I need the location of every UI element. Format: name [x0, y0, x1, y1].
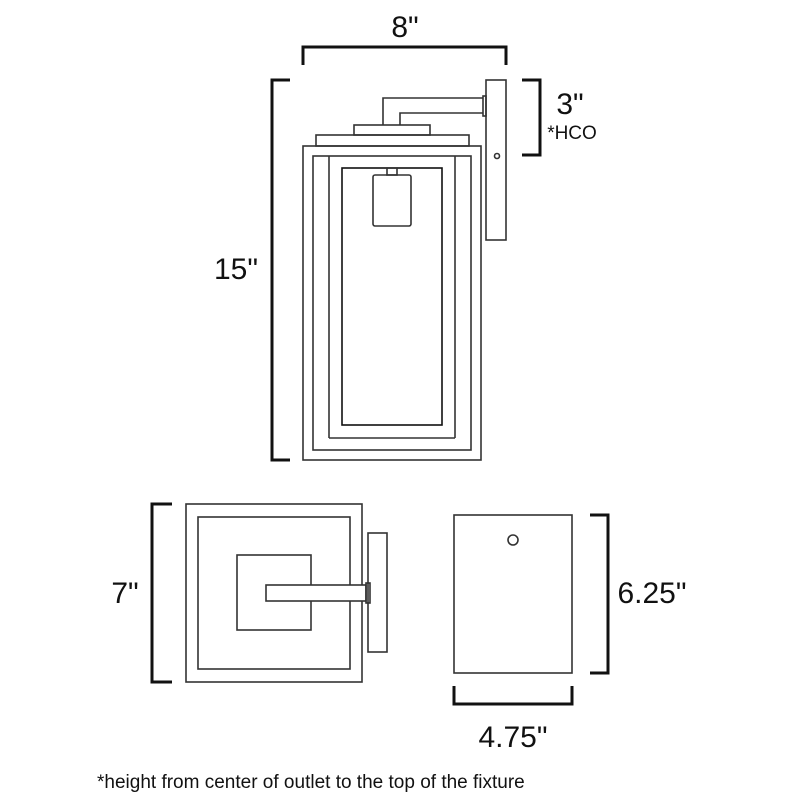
side-view [185, 503, 388, 683]
side-height-label: 7" [111, 577, 139, 610]
bulb [372, 174, 412, 227]
top-cap [353, 124, 431, 136]
dimension-lines [150, 45, 610, 706]
inner-frame [312, 155, 472, 451]
backplate-view [453, 514, 573, 674]
arm-outer [382, 97, 483, 125]
outer-frame [302, 145, 482, 461]
outlet-hole [493, 152, 501, 160]
hco-label: 3" [556, 88, 584, 121]
top-cap-wide [315, 134, 470, 147]
backplate-height-label: 6.25" [617, 577, 687, 610]
socket [386, 167, 398, 176]
glass-panel [341, 167, 443, 426]
backplate-width-label: 4.75" [478, 721, 548, 754]
height-label: 15" [213, 253, 259, 286]
hco-note: *HCO [547, 123, 597, 144]
wall-plate-front [485, 79, 507, 241]
width-label: 8" [391, 11, 419, 44]
footnote: *height from center of outlet to the top… [97, 772, 525, 793]
arm-plate [482, 95, 487, 117]
front-view [302, 79, 507, 461]
arm-inner [399, 112, 483, 125]
